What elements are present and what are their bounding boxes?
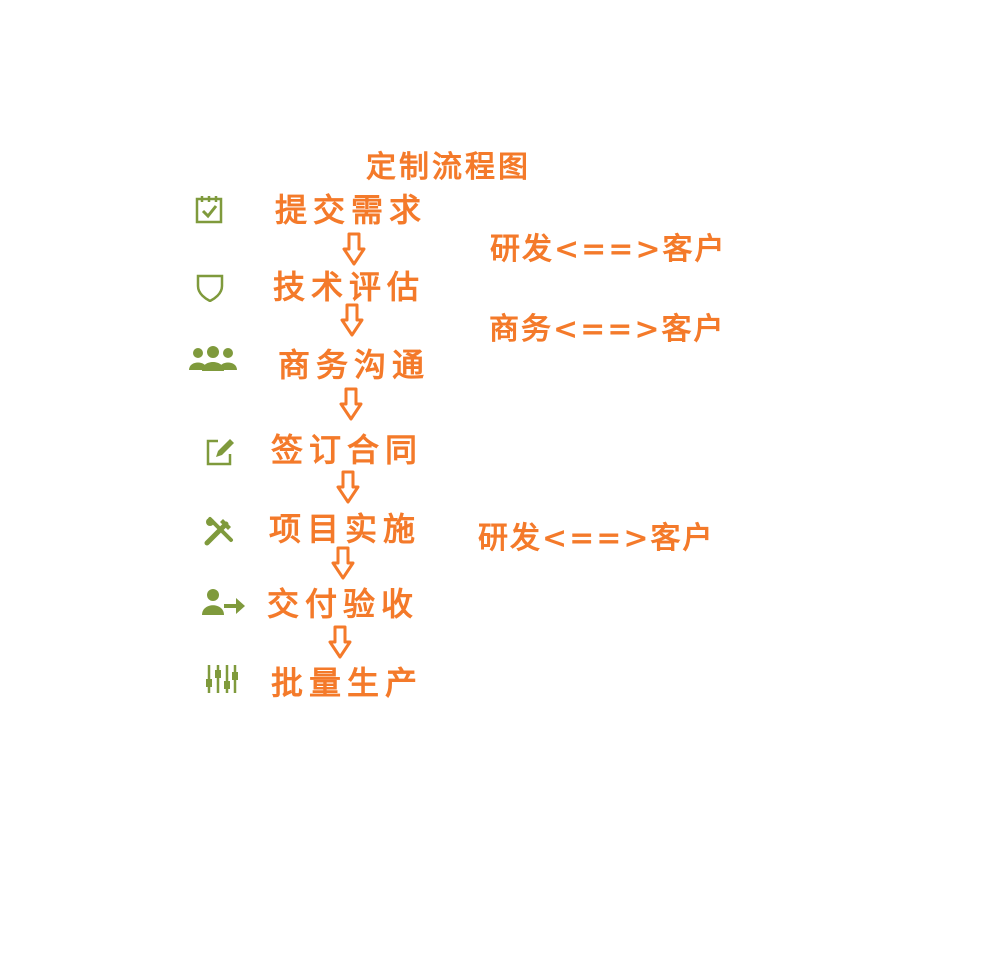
down-arrow-icon — [339, 387, 363, 421]
note-rnd-customer-implementation: 研发<==>客户 — [478, 521, 715, 556]
step-submit-requirements: 提交需求 — [275, 191, 428, 229]
down-arrow-icon — [336, 470, 360, 504]
note-business-customer: 商务<==>客户 — [489, 312, 726, 347]
step-project-implementation: 项目实施 — [269, 510, 422, 548]
shield-icon — [196, 274, 224, 302]
down-arrow-icon — [340, 303, 364, 337]
step-sign-contract: 签订合同 — [271, 431, 424, 469]
diagram-title: 定制流程图 — [366, 150, 531, 185]
down-arrow-icon — [328, 625, 352, 659]
calendar-check-icon — [195, 196, 223, 224]
down-arrow-icon — [342, 232, 366, 266]
down-arrow-icon — [331, 546, 355, 580]
sliders-icon — [206, 665, 238, 693]
step-business-communication: 商务沟通 — [278, 346, 431, 384]
step-technical-evaluation: 技术评估 — [273, 268, 426, 306]
user-transfer-icon — [202, 589, 245, 615]
step-mass-production: 批量生产 — [271, 664, 424, 702]
edit-document-icon — [206, 439, 234, 466]
tools-icon — [204, 517, 233, 546]
step-delivery-acceptance: 交付验收 — [267, 585, 420, 623]
note-rnd-customer: 研发<==>客户 — [490, 232, 727, 267]
users-icon — [189, 346, 237, 371]
